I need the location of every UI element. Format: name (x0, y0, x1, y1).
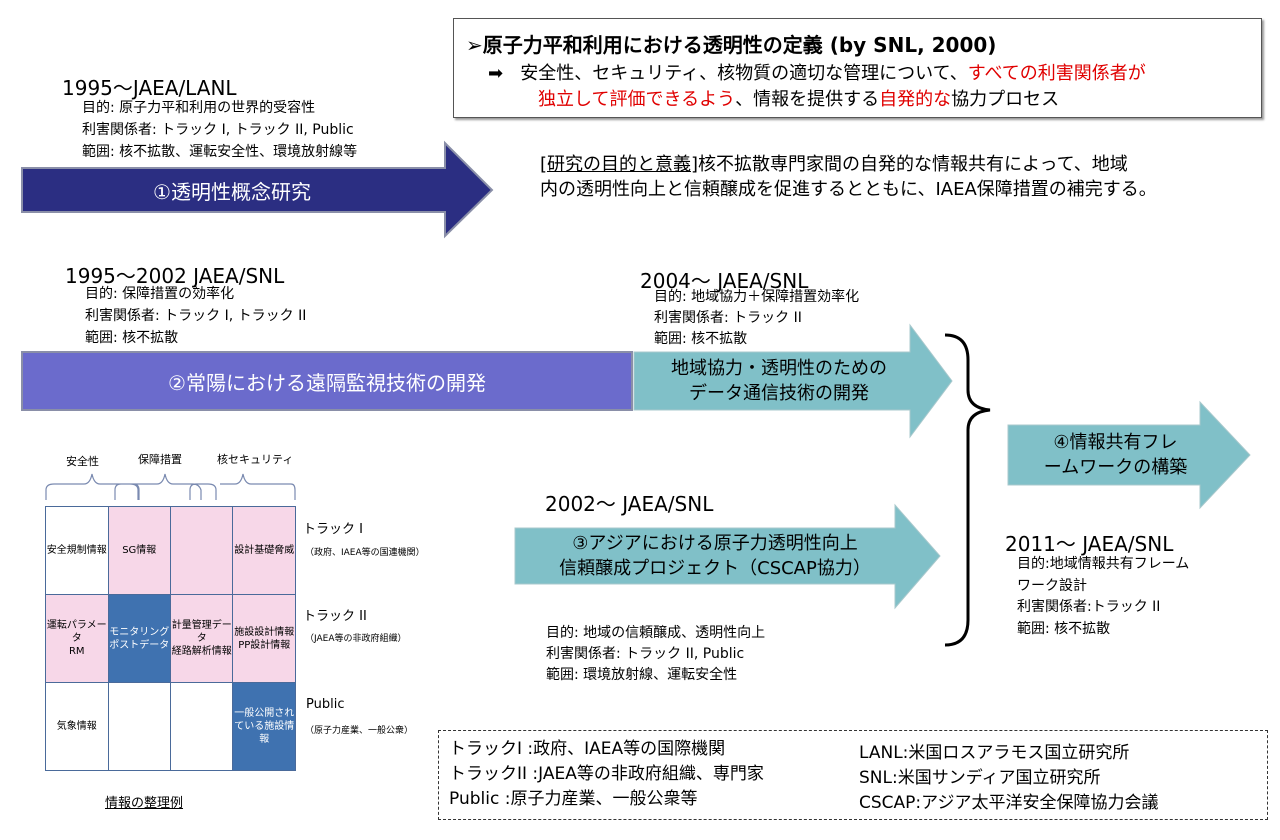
phase2-bar-label: ②常陽における遠隔監視技術の開発 (168, 370, 486, 395)
bar-2 (21, 351, 633, 411)
legend-box: トラックI :政府、IAEA等の国際機関トラックII :JAEA等の非政府組織、… (438, 730, 1268, 820)
row-sublabel: （JAEA等の非政府組織） (305, 634, 407, 644)
detail: 利害関係者: トラック I, トラック II (85, 308, 307, 324)
grid-cell: 一般公開されている施設情報 (232, 682, 296, 771)
purpose-label: [研究の目的と意義] (540, 154, 699, 175)
phase3-arrow-label: ③アジアにおける原子力透明性向上信頼醸成プロジェクト（CSCAP協力） (515, 528, 915, 584)
phase1-arrow-label: ①透明性概念研究 (153, 179, 311, 204)
arrow-2b (633, 323, 953, 439)
detail: 範囲: 核不拡散 (85, 330, 179, 346)
arrow-right-icon: ➡ (488, 63, 504, 84)
detail: 範囲: 核不拡散 (654, 331, 748, 347)
detail: 目的: 地域の信頼醸成、透明性向上 (546, 625, 766, 641)
phase3-details: 目的: 地域の信頼醸成、透明性向上利害関係者: トラック II, Public 範… (546, 623, 765, 686)
grid-top-label: 核セキュリティ (217, 453, 294, 466)
legend-item: CSCAP:アジア太平洋安全保障協力会議 (859, 793, 1159, 813)
detail: 目的: 原子力平和利用の世界的受容性 (82, 100, 316, 116)
definition-title: ➢原子力平和利用における透明性の定義 (by SNL, 2000) (466, 33, 997, 57)
detail: 範囲: 核不拡散 (1017, 620, 1111, 637)
phase3-header: 2002～ JAEA/SNL (545, 492, 714, 516)
def-text: 安全性、セキュリティ、核物質の適切な管理について、 (520, 63, 968, 84)
row-label: トラック II (303, 609, 367, 624)
arrow-line: ③アジアにおける原子力透明性向上 (572, 533, 858, 554)
detail: 目的: 保障措置の効率化 (85, 286, 235, 302)
grid-cell: SG情報 (107, 506, 172, 595)
arrow-line: 地域協力・透明性のための (671, 358, 887, 379)
row-sublabel: （原子力産業、一般公衆） (305, 726, 414, 736)
phase1-header: 1995～JAEA/LANL (62, 76, 237, 100)
detail: 目的:地域情報共有フレーム (1017, 556, 1190, 572)
arrow-line: ④情報共有フレ (1053, 432, 1178, 453)
arrow-4 (1007, 400, 1251, 510)
grid-cell: 安全規制情報 (45, 506, 109, 595)
grid-cell (107, 682, 172, 771)
arrow-line: ームワークの構築 (1043, 457, 1188, 478)
detail: 目的: 地域協力＋保障措置効率化 (654, 289, 860, 305)
legend-right: LANL:米国ロスアラモス国立研究所 SNL:米国サンディア国立研究所 CSCAP:… (859, 741, 1158, 816)
grid-top-label: 保障措置 (138, 453, 182, 466)
grid-cell: 計量管理データ 経路解析情報 (170, 594, 234, 683)
phase1-details: 目的: 原子力平和利用の世界的受容性利害関係者: トラック I, トラック II… (82, 97, 357, 163)
def-red: 独立して評価できるよう (538, 89, 736, 110)
arrow-3 (514, 503, 941, 610)
phase2-details: 目的: 保障措置の効率化利害関係者: トラック I, トラック II 範囲: 核不… (85, 283, 306, 349)
legend-item: トラックI :政府、IAEA等の国際機関 (449, 739, 726, 759)
legend-item: SNL:米国サンディア国立研究所 (859, 768, 1101, 788)
def-text: 、情報を提供する (735, 89, 880, 110)
phase2b-arrow-label: 地域協力・透明性のためのデータ通信技術の開発 (634, 352, 924, 410)
detail: 利害関係者:トラック II (1017, 599, 1161, 615)
detail: 利害関係者: トラック I, トラック II, Public (82, 122, 354, 138)
legend-item: Public :原子力産業、一般公衆等 (449, 789, 698, 809)
row-label: Public (306, 697, 345, 712)
grid-caption: 情報の整理例 (105, 796, 184, 811)
grid-cell (170, 506, 234, 595)
definition-title-text: 原子力平和利用における透明性の定義 (by SNL, 2000) (482, 33, 997, 57)
grid-cell: 設計基礎脅威 (232, 506, 296, 595)
phase4-header: 2011～ JAEA/SNL (1005, 532, 1174, 556)
grid-cell (170, 682, 234, 771)
grid-cell: モニタリングポストデータ (107, 594, 172, 683)
def-text: 協力プロセス (951, 89, 1060, 110)
grid-cell: 施設設計情報 PP設計情報 (232, 594, 296, 683)
legend-item: LANL:米国ロスアラモス国立研究所 (859, 743, 1130, 763)
arrow-line: 信頼醸成プロジェクト（CSCAP協力） (559, 558, 871, 579)
brace (944, 333, 991, 647)
grid-top-label: 安全性 (66, 455, 99, 468)
grid-cell: 気象情報 (45, 682, 109, 771)
row-label: トラック I (303, 522, 363, 537)
detail: 利害関係者: トラック II, Public (546, 646, 745, 662)
legend-item: トラックII :JAEA等の非政府組織、専門家 (449, 764, 764, 784)
definition-body: ➡ 安全性、セキュリティ、核物質の適切な管理について、すべての利害関係者が 独立… (488, 61, 1146, 113)
detail: ワーク設計 (1017, 577, 1087, 594)
grid-braces (45, 473, 296, 500)
phase2b-details: 目的: 地域協力＋保障措置効率化利害関係者: トラック II 範囲: 核不拡散 (654, 287, 859, 350)
purpose-line: 内の透明性向上と信頼醸成を促進するとともに、IAEA保障措置の補完する。 (540, 179, 1157, 200)
arrow-1 (21, 140, 494, 239)
detail: 利害関係者: トラック II (654, 310, 802, 326)
grid-cell: 運転パラメータ RM (45, 594, 109, 683)
purpose-line: 核不拡散専門家間の自発的な情報共有によって、地域 (698, 154, 1128, 175)
grid-row: 気象情報 一般公開されている施設情報 (45, 682, 296, 771)
purpose-text: [研究の目的と意義]核不拡散専門家間の自発的な情報共有によって、地域 内の透明性… (540, 152, 1157, 202)
definition-box: ➢原子力平和利用における透明性の定義 (by SNL, 2000) ➡ 安全性、… (453, 18, 1262, 118)
detail: 範囲: 環境放射線、運転安全性 (546, 667, 738, 683)
phase2-header: 1995～2002 JAEA/SNL (65, 264, 285, 288)
phase2b-header: 2004～ JAEA/SNL (640, 269, 809, 293)
phase4-arrow-label: ④情報共有フレームワークの構築 (1008, 425, 1223, 485)
legend-left: トラックI :政府、IAEA等の国際機関トラックII :JAEA等の非政府組織、… (449, 737, 764, 812)
row-sublabel: （政府、IAEA等の国連機関） (305, 548, 425, 558)
def-red: 自発的な (879, 89, 952, 110)
detail: 範囲: 核不拡散、運転安全性、環境放射線等 (82, 144, 358, 160)
def-red: すべての利害関係者が (967, 63, 1146, 84)
phase4-details: 目的:地域情報共有フレームワーク設計利害関係者:トラック II 範囲: 核不拡散 (1017, 554, 1189, 640)
arrow-line: データ通信技術の開発 (689, 383, 869, 404)
